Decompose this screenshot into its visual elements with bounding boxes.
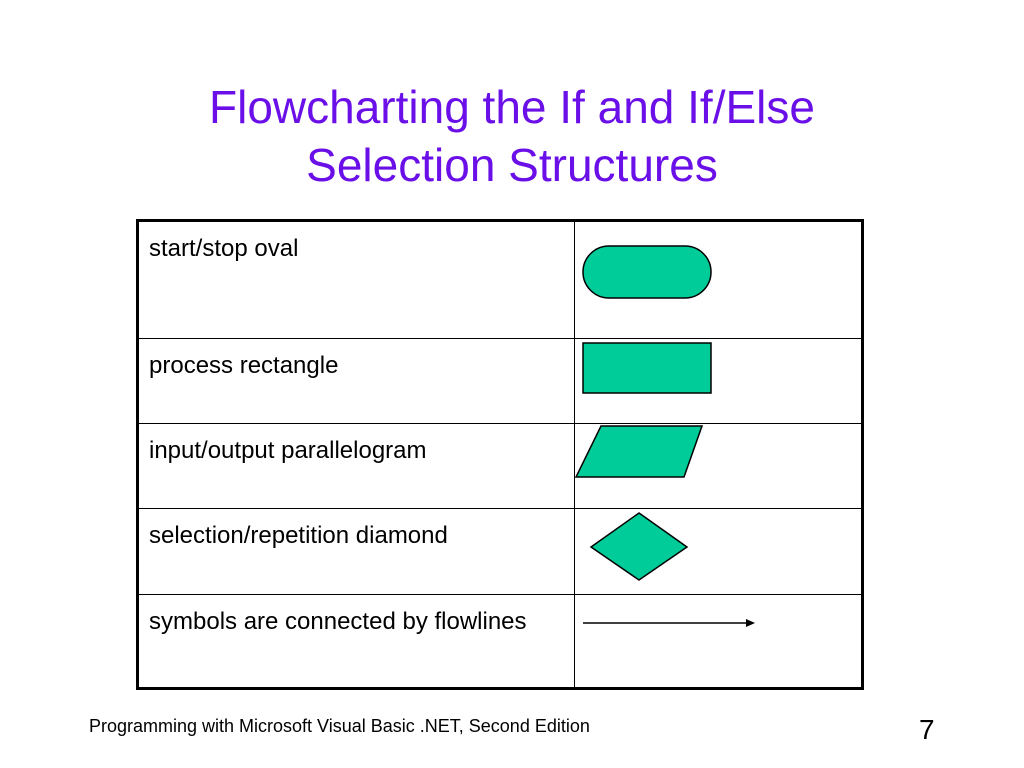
oval-icon — [582, 245, 712, 299]
symbol-label: process rectangle — [136, 338, 576, 424]
arrow-icon — [583, 619, 756, 627]
page-number: 7 — [919, 714, 935, 745]
symbol-cell — [574, 220, 863, 339]
symbol-label: input/output parallelogram — [136, 423, 576, 509]
table-row: selection/repetition diamond — [136, 508, 863, 595]
table-row: start/stop oval — [136, 220, 863, 339]
symbol-label: start/stop oval — [136, 220, 576, 339]
symbol-label: selection/repetition diamond — [136, 508, 576, 595]
symbol-cell — [574, 338, 863, 424]
symbol-cell — [574, 508, 863, 595]
slide-title: Flowcharting the If and If/Else Selectio… — [0, 78, 1024, 194]
table-row: symbols are connected by flowlines — [136, 594, 863, 689]
diamond-icon — [589, 512, 689, 581]
table-row: input/output parallelogram — [136, 423, 863, 509]
symbol-label: symbols are connected by flowlines — [136, 594, 576, 689]
slide-title-line-1: Flowcharting the If and If/Else — [209, 81, 815, 133]
slide-title-line-2: Selection Structures — [306, 139, 718, 191]
rectangle-icon — [582, 342, 712, 394]
table-row: process rectangle — [136, 338, 863, 424]
symbol-cell — [574, 423, 863, 509]
symbol-cell — [574, 594, 863, 689]
parallelogram-icon — [574, 425, 704, 478]
flowchart-symbol-table: start/stop oval process rectangle input/… — [136, 219, 864, 690]
footer-text: Programming with Microsoft Visual Basic … — [89, 716, 590, 736]
